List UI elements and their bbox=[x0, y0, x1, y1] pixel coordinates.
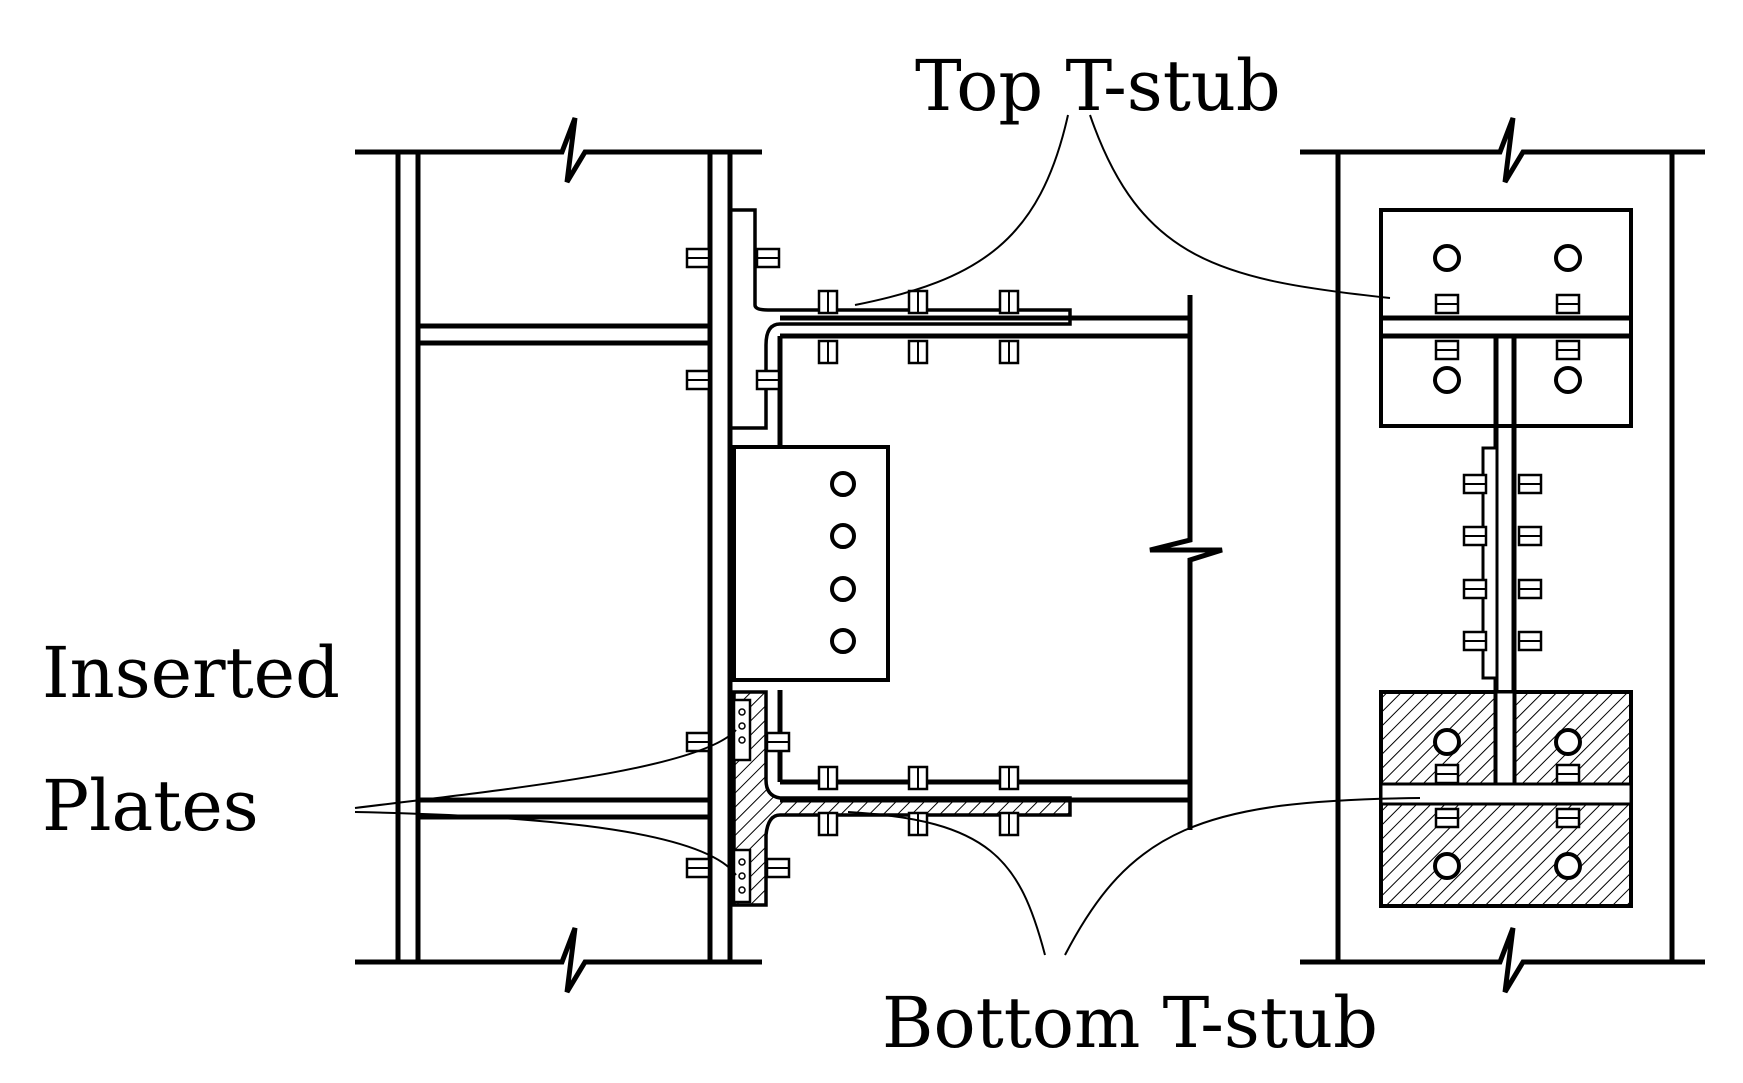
inserted-plates-label-line1: Inserted bbox=[42, 632, 340, 714]
bolt-hole bbox=[1433, 366, 1461, 394]
bolt-icon bbox=[907, 811, 929, 837]
shear-tab bbox=[732, 445, 890, 682]
bolt-icon bbox=[817, 289, 839, 315]
bottom-tstub bbox=[732, 690, 1072, 907]
column-break-top bbox=[355, 117, 762, 184]
bolt-icon bbox=[817, 765, 839, 791]
bolt-icon bbox=[1434, 763, 1460, 785]
bolt-icon bbox=[1462, 525, 1488, 547]
bolt-icon bbox=[998, 765, 1020, 791]
inserted-plates-leader-upper bbox=[354, 729, 737, 809]
bolt-hole bbox=[1433, 244, 1461, 272]
bolt-icon bbox=[1517, 578, 1543, 600]
bolt-icon bbox=[1434, 807, 1460, 829]
bolt-hole bbox=[1554, 852, 1582, 880]
bolt-icon bbox=[685, 247, 711, 269]
bolt-icon bbox=[1555, 339, 1581, 361]
bolt-icon bbox=[1517, 630, 1543, 652]
bolt-icon bbox=[907, 765, 929, 791]
shear-bolt-hole bbox=[830, 628, 856, 654]
bottom-tstub-leader-right bbox=[1064, 797, 1421, 956]
inserted-plate-dots bbox=[738, 708, 746, 894]
bolt-hole bbox=[1433, 852, 1461, 880]
bolt-icon bbox=[1555, 763, 1581, 785]
column-break-bottom bbox=[355, 927, 762, 994]
inserted-plate-upper bbox=[732, 698, 752, 762]
shear-bolt-hole bbox=[830, 576, 856, 602]
inserted-plates-label-line2: Plates bbox=[42, 765, 259, 847]
bolt-icon bbox=[907, 289, 929, 315]
bolt-icon bbox=[685, 857, 711, 879]
bolt-icon bbox=[1462, 630, 1488, 652]
bolt-icon bbox=[1434, 339, 1460, 361]
bolt-icon bbox=[755, 369, 781, 391]
shear-tab-edge bbox=[1481, 446, 1499, 680]
bolt-hole bbox=[1433, 728, 1461, 756]
top-tstub-leader-right bbox=[1089, 114, 1391, 299]
shear-bolt-hole bbox=[830, 471, 856, 497]
front-elevation-view bbox=[1300, 117, 1705, 994]
bolt-icon bbox=[817, 811, 839, 837]
top-tstub bbox=[728, 208, 1072, 430]
bolt-icon bbox=[1555, 293, 1581, 315]
bolt-icon bbox=[1517, 525, 1543, 547]
bottom-tstub-label: Bottom T-stub bbox=[882, 982, 1378, 1064]
bolt-icon bbox=[998, 339, 1020, 365]
beam-bottom-flange bbox=[1379, 782, 1633, 806]
column-break-bottom-right bbox=[1300, 927, 1705, 994]
top-tstub-label: Top T-stub bbox=[915, 45, 1281, 127]
bolt-hole bbox=[1554, 366, 1582, 394]
top-tstub-leader-left bbox=[854, 114, 1069, 306]
column-break-top-right bbox=[1300, 117, 1705, 184]
bolt-icon bbox=[907, 339, 929, 365]
inserted-plate-lower bbox=[732, 848, 752, 904]
bolt-icon bbox=[1434, 293, 1460, 315]
leader-lines bbox=[354, 114, 1421, 956]
bolt-icon bbox=[1517, 473, 1543, 495]
bolt-icon bbox=[817, 339, 839, 365]
bolt-icon bbox=[685, 369, 711, 391]
beam-break-line bbox=[1149, 295, 1223, 830]
bottom-tstub-leader-left bbox=[847, 811, 1046, 956]
bolt-icon bbox=[1462, 578, 1488, 600]
bolt-icon bbox=[1555, 807, 1581, 829]
bolt-icon bbox=[1462, 473, 1488, 495]
bolt-hole bbox=[1554, 728, 1582, 756]
inserted-plates-leader-lower bbox=[354, 811, 737, 876]
bolt-icon bbox=[765, 731, 791, 753]
bolt-icon bbox=[998, 289, 1020, 315]
side-elevation-view bbox=[355, 117, 1223, 994]
shear-bolt-hole bbox=[830, 523, 856, 549]
bolt-icon bbox=[765, 857, 791, 879]
bolt-icon bbox=[755, 247, 781, 269]
bolt-icon bbox=[998, 811, 1020, 837]
beam-web-gap bbox=[1494, 690, 1516, 788]
bolt-hole bbox=[1554, 244, 1582, 272]
